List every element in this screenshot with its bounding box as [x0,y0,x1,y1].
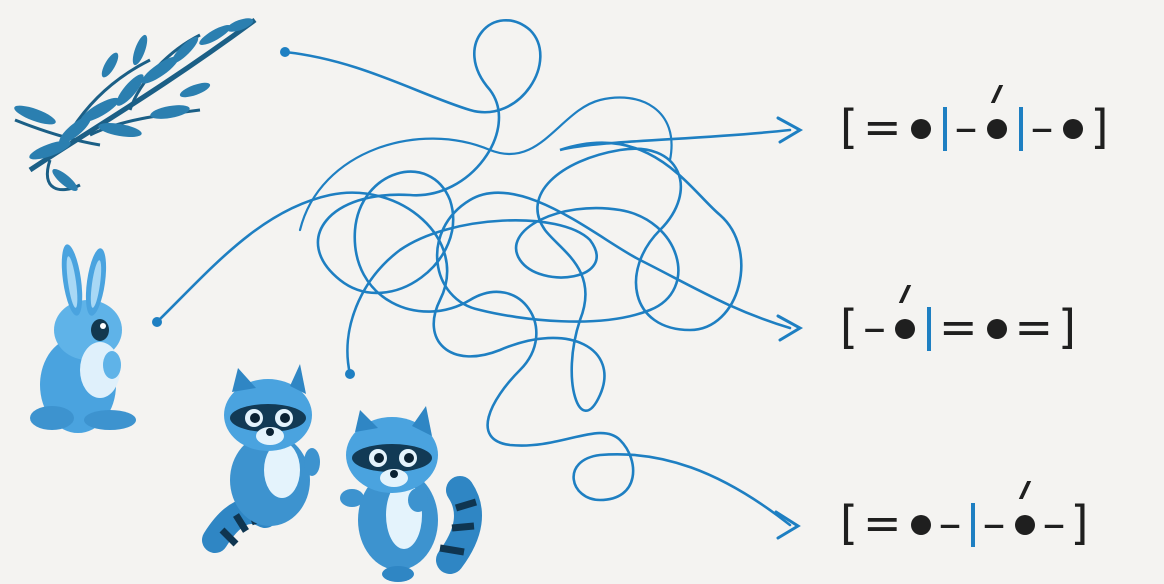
scheme-symbol: = [1015,300,1055,354]
scheme-symbol: [ [840,100,859,154]
hare-icon [30,243,136,433]
line-start-sagebrush [280,47,290,57]
sagebrush-icon [12,16,255,195]
line-start-raccoons [345,369,355,379]
scheme-symbol: [ [840,300,859,354]
scheme-symbol: ] [1071,496,1090,550]
word-scheme-1: [=––] [838,100,1111,154]
stressed-vowel-dot [895,319,915,339]
syllable-divider [943,107,947,151]
scheme-symbol: [ [840,496,859,550]
syllable-divider [971,503,975,547]
scheme-symbol: – [863,300,887,354]
scheme-symbol: ] [1091,100,1110,154]
word-scheme-2: [–==] [838,300,1079,354]
syllable-divider [927,307,931,351]
vowel-dot [987,319,1007,339]
vowel-dot [911,515,931,535]
scheme-symbol: – [955,100,979,154]
scheme-symbol: – [1043,496,1067,550]
stressed-vowel-dot [1015,515,1035,535]
scheme-symbol: = [863,100,903,154]
syllable-divider [1019,107,1023,151]
vowel-dot [1063,119,1083,139]
vowel-dot [911,119,931,139]
scheme-symbol: – [983,496,1007,550]
scheme-symbol: – [1031,100,1055,154]
scheme-symbol: – [939,496,963,550]
line-start-hare [152,317,162,327]
scheme-symbol: = [939,300,979,354]
word-scheme-3: [=–––] [838,496,1091,550]
scheme-symbol: = [863,496,903,550]
scheme-symbol: ] [1058,300,1077,354]
raccoons-icon [215,364,476,582]
stressed-vowel-dot [987,119,1007,139]
